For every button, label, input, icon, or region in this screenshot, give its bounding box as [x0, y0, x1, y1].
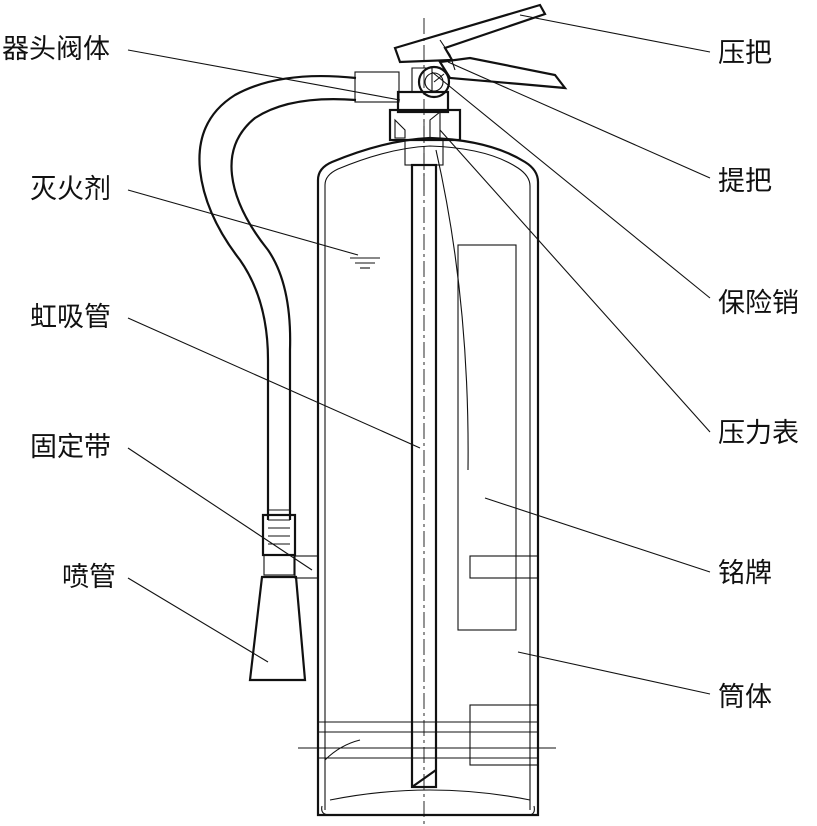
label-gauge: 压力表 — [718, 418, 799, 449]
label-lever: 压把 — [718, 38, 772, 69]
label-pin: 保险销 — [718, 288, 799, 319]
label-agent: 灭火剂 — [30, 174, 111, 205]
label-nameplate: 铭牌 — [718, 558, 772, 589]
label-siphon: 虹吸管 — [30, 302, 111, 333]
leader-agent — [127, 189, 359, 256]
leader-lever — [519, 14, 711, 53]
fixing-strap — [294, 555, 319, 579]
leader-nameplate — [484, 497, 711, 573]
label-strap: 固定带 — [30, 432, 111, 463]
nameplate — [457, 244, 517, 631]
leader-gauge — [439, 129, 711, 433]
nozzle — [248, 575, 307, 682]
leader-strap — [127, 447, 313, 571]
leader-handle — [447, 61, 711, 179]
bracket-right — [469, 555, 539, 766]
lever-press — [393, 3, 547, 64]
leader-lines — [127, 14, 711, 695]
leader-cylinder — [517, 651, 711, 695]
agent-level-mark — [350, 257, 380, 269]
leader-siphon — [127, 317, 421, 449]
label-valve-body: 器头阀体 — [2, 34, 110, 65]
label-cylinder: 筒体 — [718, 682, 772, 713]
cylinder-body — [298, 136, 556, 817]
labels: 器头阀体 灭火剂 虹吸管 固定带 喷管 压把 提把 保险销 压力表 铭牌 筒体 — [2, 34, 799, 713]
hose — [198, 74, 357, 576]
leader-pin — [431, 71, 711, 299]
leader-valve-body — [127, 49, 401, 101]
label-hose: 喷管 — [62, 562, 116, 593]
label-handle: 提把 — [718, 166, 772, 197]
leader-hose — [127, 577, 269, 663]
lever-carry — [438, 39, 568, 90]
